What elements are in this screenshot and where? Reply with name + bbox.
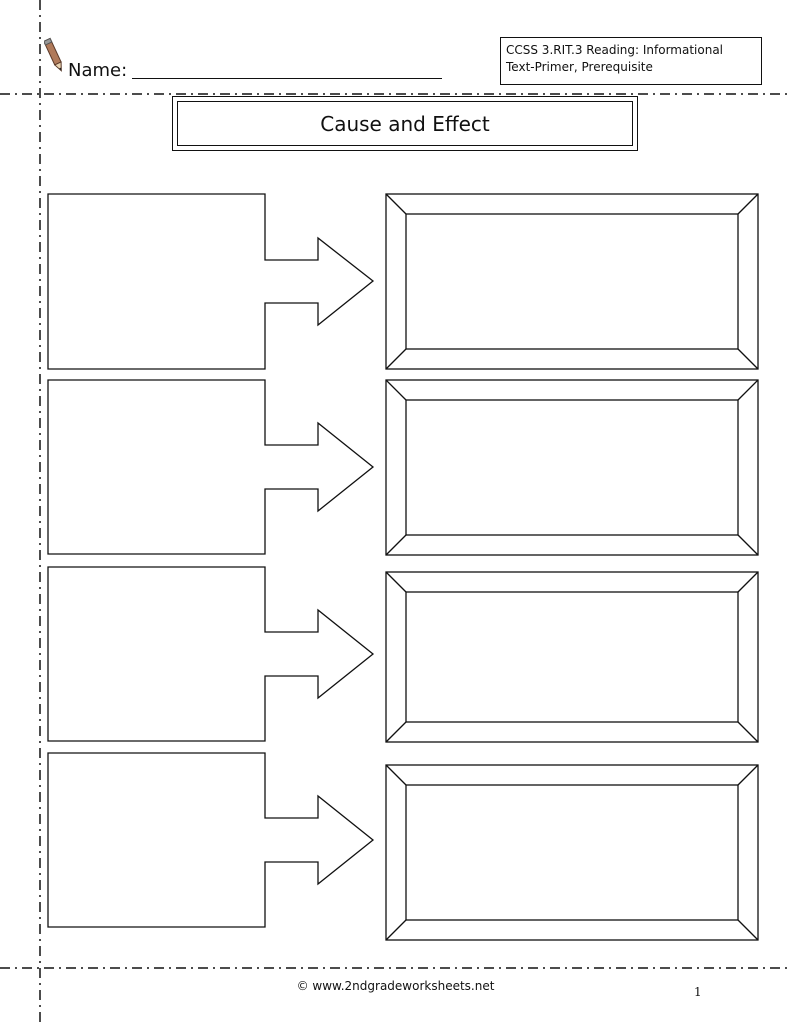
effect-frame-outer-4 bbox=[385, 764, 759, 941]
effect-frame-inner-4 bbox=[405, 784, 739, 921]
row-2 bbox=[47, 379, 759, 556]
standard-line-2: Text-Primer, Prerequisite bbox=[506, 60, 653, 74]
row-4 bbox=[47, 752, 759, 941]
name-label: Name: bbox=[68, 60, 128, 81]
cause-field-1[interactable] bbox=[52, 198, 260, 364]
cause-box-2 bbox=[47, 379, 375, 555]
row-3 bbox=[47, 566, 759, 743]
effect-frame-inner-3 bbox=[405, 591, 739, 723]
copyright-footer: © www.2ndgradeworksheets.net bbox=[296, 979, 495, 993]
cause-box-1 bbox=[47, 193, 375, 370]
pencil-icon bbox=[44, 37, 62, 72]
title-box: Cause and Effect bbox=[172, 96, 638, 151]
effect-field-4[interactable] bbox=[410, 789, 734, 916]
page-number: 1 bbox=[694, 985, 702, 999]
effect-frame-outer-2 bbox=[385, 379, 759, 556]
effect-field-1[interactable] bbox=[410, 218, 734, 345]
cause-field-3[interactable] bbox=[52, 571, 260, 737]
name-field-line[interactable] bbox=[132, 78, 442, 79]
row-1 bbox=[47, 193, 759, 370]
standard-box: CCSS 3.RIT.3 Reading: Informational Text… bbox=[500, 37, 762, 85]
cause-field-2[interactable] bbox=[52, 384, 260, 550]
cause-field-4[interactable] bbox=[52, 757, 260, 923]
effect-field-3[interactable] bbox=[410, 596, 734, 718]
standard-line-1: CCSS 3.RIT.3 Reading: Informational bbox=[506, 43, 724, 57]
effect-frame-inner-1 bbox=[405, 213, 739, 350]
cause-box-4 bbox=[47, 752, 375, 928]
effect-frame-outer-1 bbox=[385, 193, 759, 370]
cause-box-3 bbox=[47, 566, 375, 742]
effect-field-2[interactable] bbox=[410, 404, 734, 531]
effect-frame-outer-3 bbox=[385, 571, 759, 743]
page-title: Cause and Effect bbox=[177, 101, 633, 146]
effect-frame-inner-2 bbox=[405, 399, 739, 536]
